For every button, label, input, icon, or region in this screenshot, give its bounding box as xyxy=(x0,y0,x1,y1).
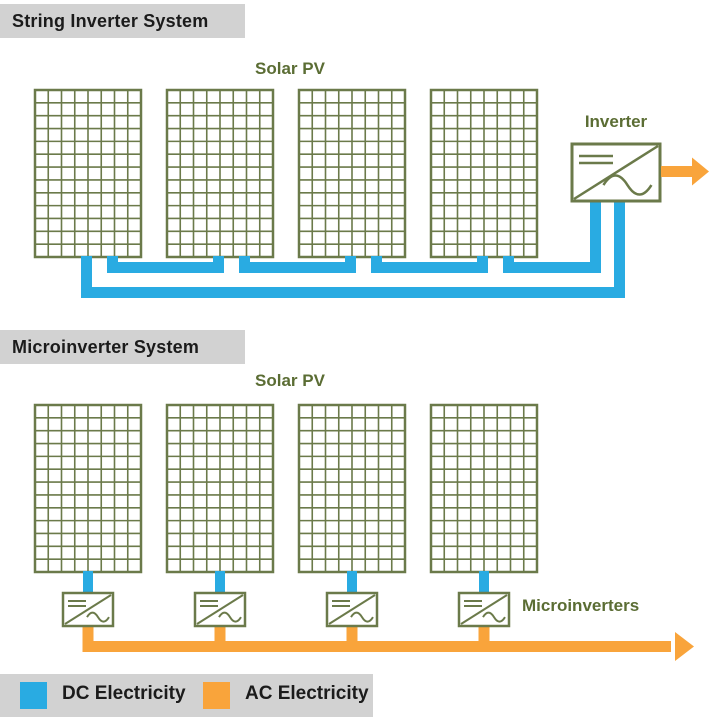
solar-panel-micro-3 xyxy=(297,403,407,574)
ac-bus-wire xyxy=(82,626,671,652)
panel-grid-lines xyxy=(167,90,273,257)
dc-symbol-lines xyxy=(579,154,613,165)
panel-grid-lines xyxy=(299,90,405,257)
panel-grid-lines xyxy=(35,405,141,572)
string-inverter-title-text: String Inverter System xyxy=(12,10,209,31)
ac-symbol-sine xyxy=(482,611,506,623)
panel-grid-lines xyxy=(431,90,537,257)
panel-grid-lines xyxy=(167,405,273,572)
dc-string-output-wire xyxy=(503,201,601,273)
panel-grid-lines xyxy=(431,405,537,572)
solar-panel-micro-1 xyxy=(33,403,143,574)
dc-symbol-lines xyxy=(68,600,86,607)
dc-return-bus-wire xyxy=(81,201,625,298)
solar-panel-string-2 xyxy=(165,88,275,259)
dc-series-wire-2 xyxy=(239,256,356,273)
microinverter-icon-3 xyxy=(325,591,379,628)
ac-symbol-sine xyxy=(602,174,653,196)
solar-panel-micro-2 xyxy=(165,403,275,574)
solar-pv-label-top: Solar PV xyxy=(255,59,325,78)
inverter-diagonal xyxy=(196,594,244,625)
inverter-diagonal xyxy=(328,594,376,625)
dc-legend-label: DC Electricity xyxy=(62,683,186,704)
dc-color-swatch xyxy=(20,682,47,709)
panel-grid-lines xyxy=(35,90,141,257)
inverter-diagonal xyxy=(460,594,508,625)
inverter-diagonal xyxy=(573,144,659,201)
microinverter-section-title: Microinverter System xyxy=(0,330,245,364)
microinverter-title-text: Microinverter System xyxy=(12,336,200,357)
inverter-label: Inverter xyxy=(584,112,648,131)
microinverter-icon-2 xyxy=(193,591,247,628)
microinverter-icon-4 xyxy=(457,591,511,628)
dc-symbol-lines xyxy=(200,600,218,607)
ac-color-swatch xyxy=(203,682,230,709)
solar-panel-string-3 xyxy=(297,88,407,259)
dc-symbol-lines xyxy=(464,600,482,607)
string-inverter-section-title: String Inverter System xyxy=(0,4,245,38)
solar-panel-micro-4 xyxy=(429,403,539,574)
dc-series-wire-3 xyxy=(371,256,488,273)
ac-arrowhead-bottom xyxy=(675,632,694,661)
dc-series-wire-1 xyxy=(107,256,224,273)
microinverters-label: Microinverters xyxy=(522,596,640,615)
ac-symbol-sine xyxy=(218,611,242,623)
solar-panel-string-1 xyxy=(33,88,143,259)
dc-symbol-lines xyxy=(332,600,350,607)
panel-grid-lines xyxy=(299,405,405,572)
inverter-diagonal xyxy=(64,594,112,625)
solar-panel-string-4 xyxy=(429,88,539,259)
ac-symbol-sine xyxy=(86,611,110,623)
legend: DC Electricity AC Electricity xyxy=(0,674,373,717)
solar-pv-label-bottom: Solar PV xyxy=(255,371,325,390)
ac-legend-label: AC Electricity xyxy=(245,683,369,704)
ac-arrowhead-top xyxy=(692,157,709,186)
ac-symbol-sine xyxy=(350,611,374,623)
microinverter-icon-1 xyxy=(61,591,115,628)
inverter-icon xyxy=(570,142,662,203)
